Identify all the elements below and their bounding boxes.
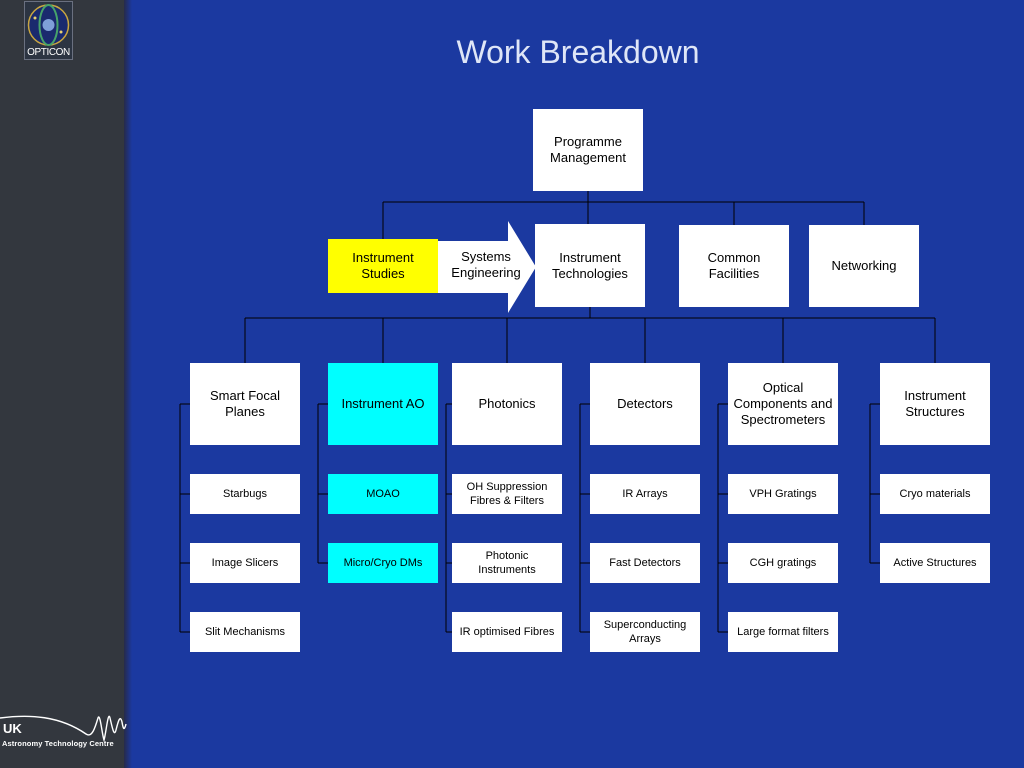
instrument-studies-box: Instrument Studies [328,239,438,293]
opticon-logo: OPTICON [24,1,73,60]
atc-logo-text: Astronomy Technology Centre [2,739,114,748]
photonic-instruments-box: Photonic Instruments [452,543,562,583]
vph-gratings-box: VPH Gratings [728,474,838,514]
networking-box: Networking [809,225,919,307]
micro-cryo-dms-box: Micro/Cryo DMs [328,543,438,583]
instrument-technologies-box: Instrument Technologies [535,224,645,307]
image-slicers-box: Image Slicers [190,543,300,583]
programme-management-box: Programme Management [533,109,643,191]
active-structures-box: Active Structures [880,543,990,583]
photonics-box: Photonics [452,363,562,445]
opticon-globe-icon [27,4,70,46]
starbugs-box: Starbugs [190,474,300,514]
oh-suppression-box: OH Suppression Fibres & Filters [452,474,562,514]
optical-components-box: Optical Components and Spectrometers [728,363,838,445]
cgh-gratings-box: CGH gratings [728,543,838,583]
common-facilities-box: Common Facilities [679,225,789,307]
uk-logo-text: UK [3,721,22,736]
systems-engineering-label: Systems Engineering [451,249,521,280]
slit-mechanisms-box: Slit Mechanisms [190,612,300,652]
smart-focal-planes-box: Smart Focal Planes [190,363,300,445]
instrument-ao-box: Instrument AO [328,363,438,445]
moao-box: MOAO [328,474,438,514]
sidebar-shade [124,0,132,768]
large-format-filters-box: Large format filters [728,612,838,652]
fast-detectors-box: Fast Detectors [590,543,700,583]
uk-atc-wave-icon [0,715,127,743]
cryo-materials-box: Cryo materials [880,474,990,514]
page-title: Work Breakdown [456,34,700,70]
sidebar-strip [0,0,124,768]
detectors-box: Detectors [590,363,700,445]
systems-engineering-arrow [438,221,536,313]
ir-arrays-box: IR Arrays [590,474,700,514]
superconducting-arrays-box: Superconducting Arrays [590,612,700,652]
instrument-structures-box: Instrument Structures [880,363,990,445]
logo-text: OPTICON [27,47,70,58]
ir-optimised-fibres-box: IR optimised Fibres [452,612,562,652]
